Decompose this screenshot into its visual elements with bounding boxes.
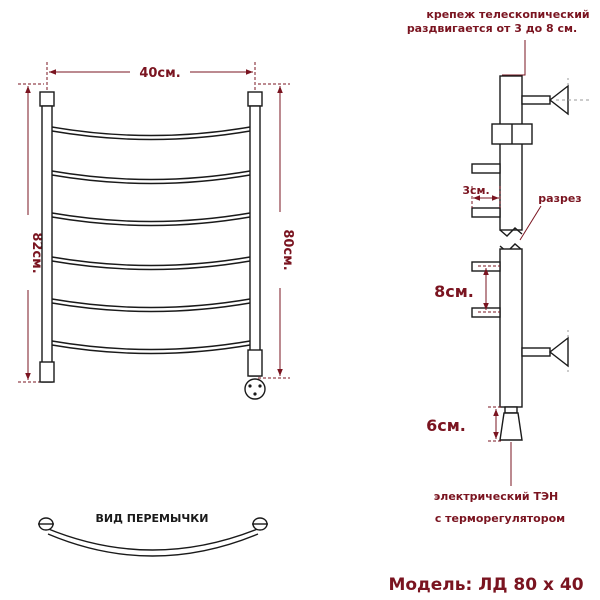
left-top-cap (39, 91, 55, 107)
side-view: крепеж телескопический раздвигается от 3… (407, 8, 590, 525)
height-inner-label: 80см. (280, 229, 295, 270)
heater-length-label: 6см. (426, 416, 466, 435)
mount-note-leader (502, 40, 526, 76)
crossbar-3-bottom (51, 216, 251, 227)
left-bottom-cap (39, 361, 55, 383)
crossbar-1-bottom (51, 130, 251, 141)
width-label: 40см. (139, 66, 180, 81)
heater-icon (499, 406, 523, 441)
front-view: 40см. 82см. 80см. (18, 62, 295, 400)
section-label: разрез (538, 192, 581, 205)
crossbar-4-top (51, 256, 251, 267)
heater-note-line2: с терморегулятором (435, 512, 565, 525)
spacing-label: 8см. (434, 282, 474, 301)
heater-socket-icon (244, 378, 266, 400)
jumper-view: ВИД ПЕРЕМЫЧКИ (38, 512, 268, 557)
height-outer-label: 82см. (29, 232, 44, 273)
right-top-cap (247, 91, 263, 107)
crossbar-6-top (51, 340, 251, 351)
mount-note-line2: раздвигается от 3 до 8 см. (407, 22, 577, 35)
crossbar-2-top (51, 170, 251, 181)
crossbar-1-top (51, 126, 251, 137)
section-break-upper (499, 227, 523, 237)
left-riser (41, 105, 53, 383)
section-leader (519, 205, 542, 241)
crossbars (51, 126, 251, 355)
jumper-left-clamp-icon (38, 517, 54, 531)
lower-wall-mount (521, 336, 569, 368)
crossbar-5-top (51, 298, 251, 309)
mount-note-line1: крепеж телескопический (426, 8, 589, 21)
upper-wall-mount (521, 84, 590, 116)
model-label: Модель: ЛД 80 х 40 (388, 575, 583, 595)
crossbar-5-bottom (51, 302, 251, 313)
jumper-title: ВИД ПЕРЕМЫЧКИ (96, 512, 209, 525)
right-riser (249, 105, 261, 377)
jumper-bar-outer (45, 527, 261, 551)
heater-note-line1: электрический ТЭН (434, 490, 559, 503)
crossbar-6-bottom (51, 344, 251, 355)
crossbar-2-bottom (51, 174, 251, 185)
offset-label: 3см. (462, 184, 489, 197)
jumper-bar-inner (47, 533, 259, 557)
crossbar-3-top (51, 212, 251, 223)
right-bottom-cap (247, 349, 263, 377)
lower-collector (499, 248, 523, 408)
upper-collector (499, 75, 523, 231)
crossbar-4-bottom (51, 260, 251, 271)
jumper-right-clamp-icon (252, 517, 268, 531)
